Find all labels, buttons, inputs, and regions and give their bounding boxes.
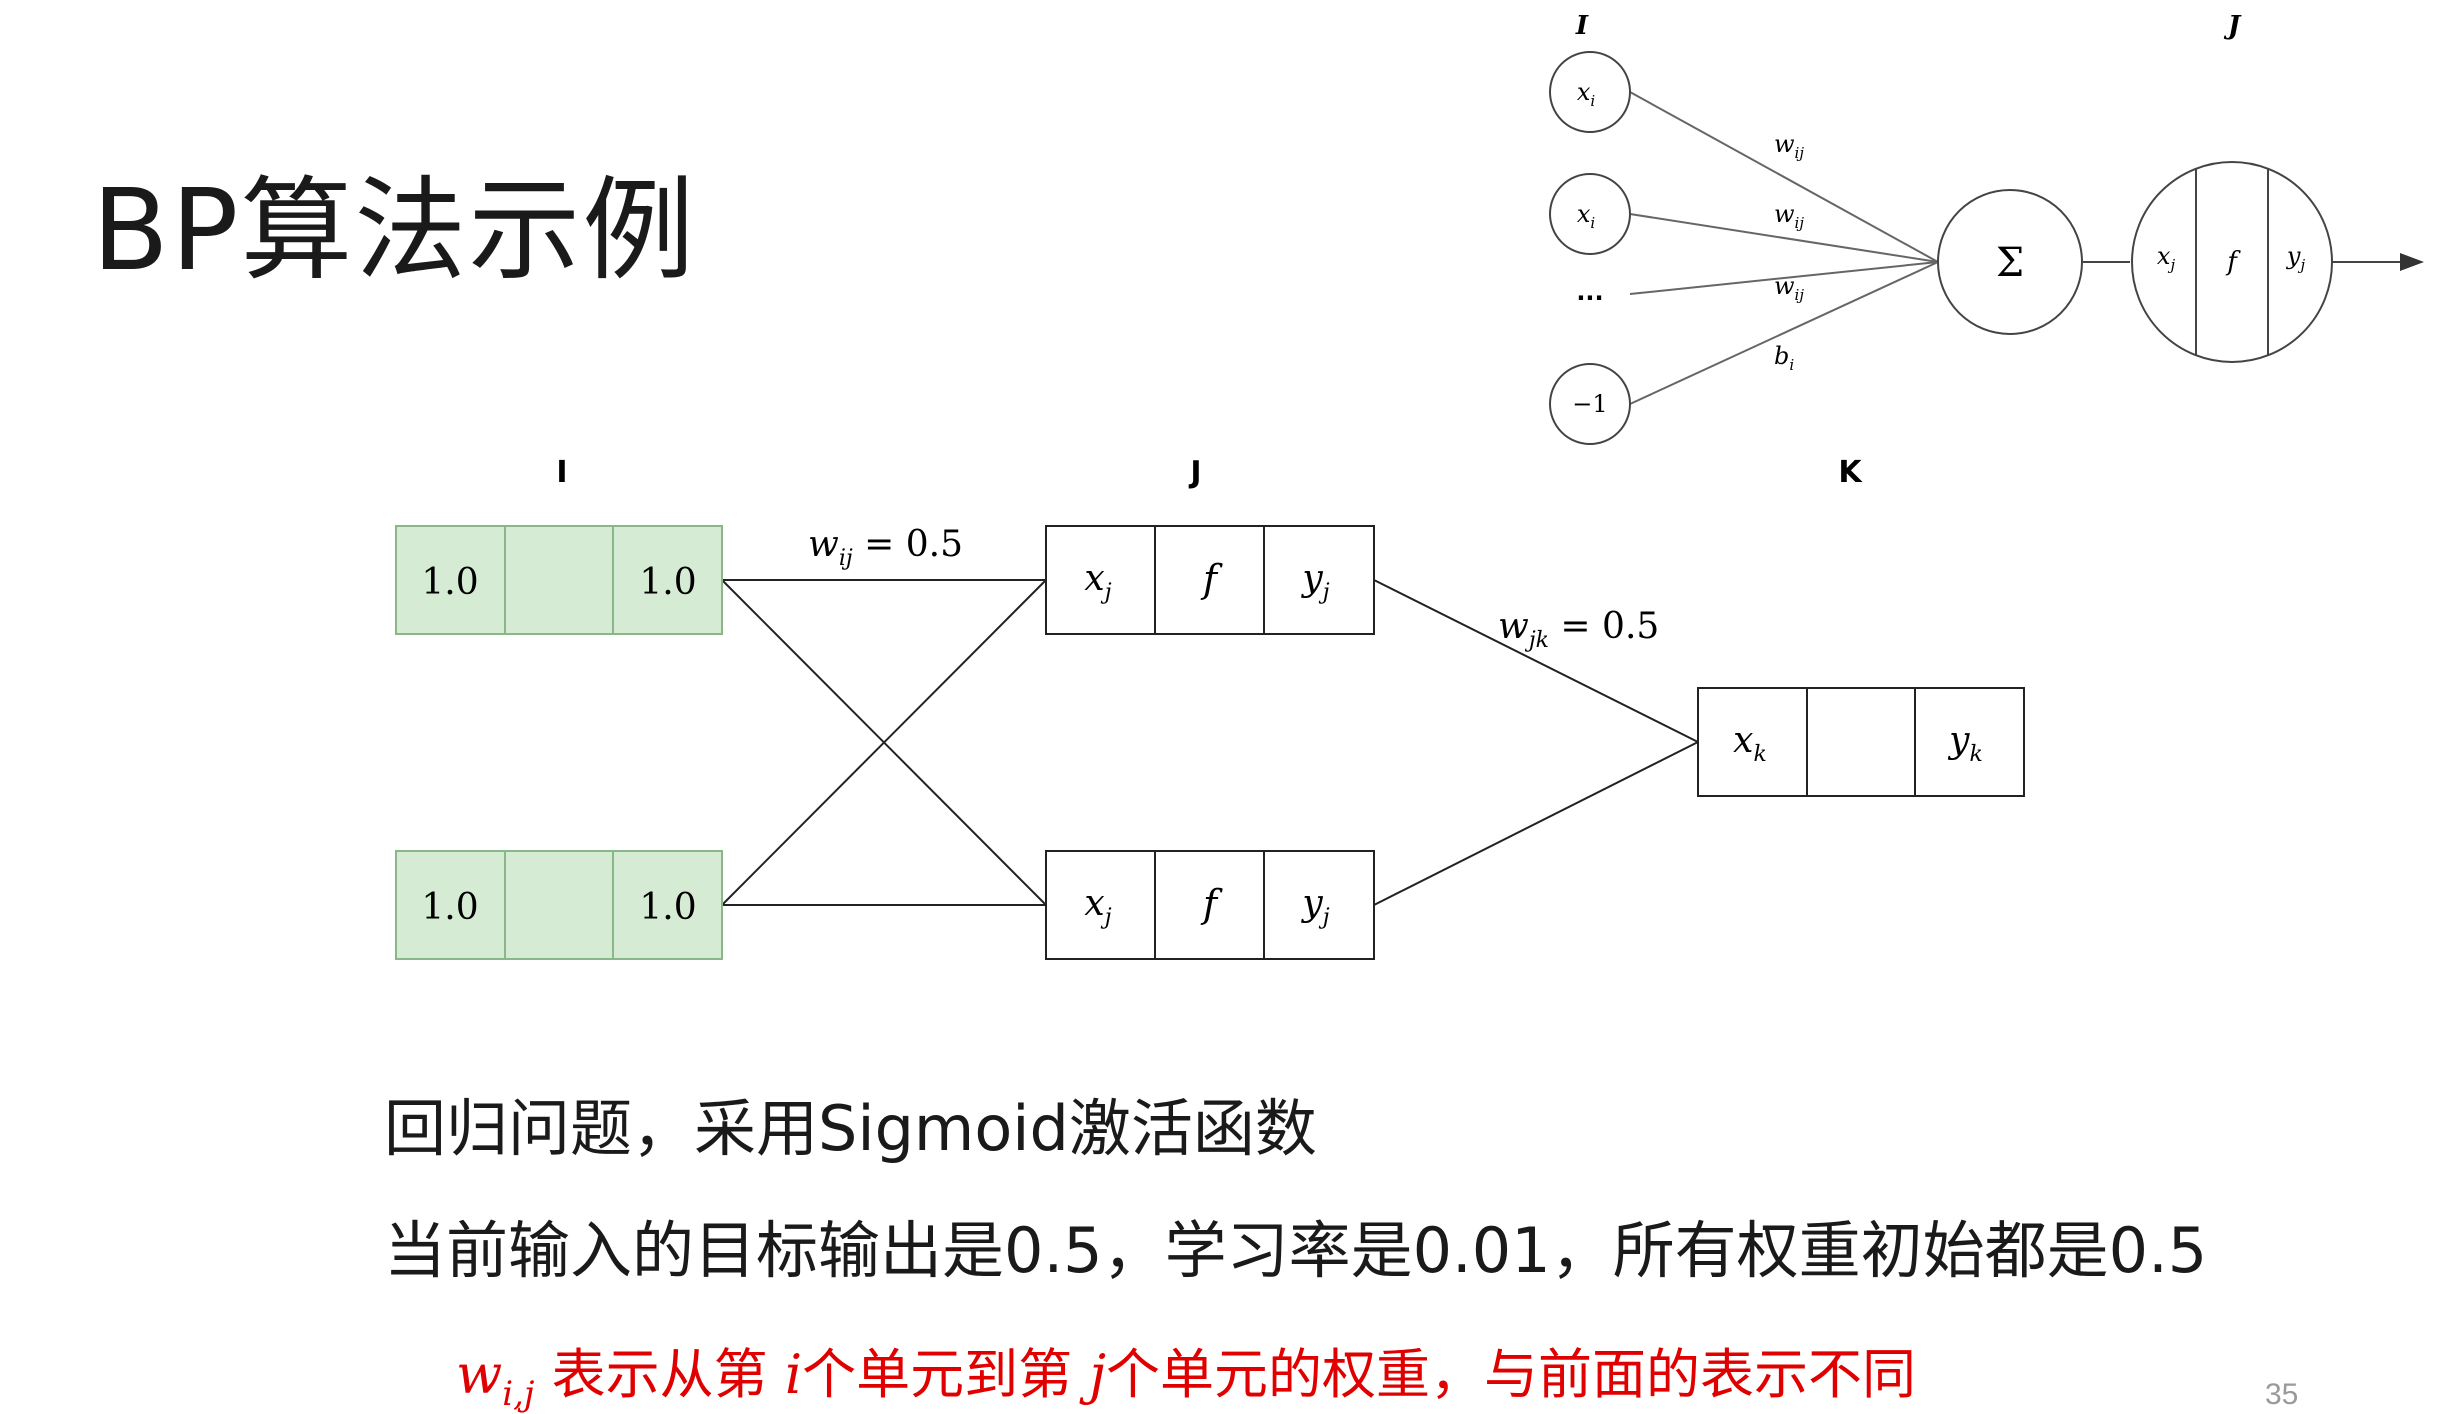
layer-label-i: I: [556, 455, 567, 490]
neuron-edge-3: [1629, 261, 1939, 295]
layer-label-j: J: [1188, 455, 1201, 490]
note-i: i: [784, 1343, 803, 1406]
neuron-weight-3: wij: [1774, 272, 1804, 304]
layer-label-k: K: [1838, 455, 1863, 490]
neuron-layer-label-i: I: [1575, 11, 1589, 41]
description-line-1: 回归问题，采用Sigmoid激活函数: [384, 1092, 1317, 1165]
slide-title: BP算法示例: [92, 166, 697, 296]
sum-symbol: Σ: [1996, 240, 2024, 286]
input-node-2-value-out: 1.0: [639, 887, 696, 928]
note-j: j: [1089, 1343, 1107, 1406]
hidden-node-1-box: [1045, 525, 1375, 635]
neuron-input-ellipsis: ...: [1576, 278, 1603, 306]
neuron-input-1: [1549, 51, 1631, 133]
note-w-subscript: i,j: [502, 1373, 535, 1414]
output-node-box: [1697, 687, 2025, 797]
note-text-1: 表示从第: [534, 1343, 785, 1406]
neuron-diagram: I J xi xi ... −1 wij wij wij bi: [1549, 11, 2424, 445]
activation-node-output: yj: [2286, 242, 2306, 274]
neuron-bias-weight: bi: [1774, 342, 1794, 374]
output-node-output: yk: [1947, 720, 1983, 767]
input-node-1-value-in: 1.0: [421, 562, 478, 603]
edge-j2-k: [1373, 741, 1699, 906]
weight-jk-label: wjk = 0.5: [1498, 606, 1659, 653]
activation-node-input: xj: [2157, 242, 2176, 274]
input-node-1: 1.0 1.0: [395, 525, 723, 635]
neuron-weight-2: wij: [1774, 200, 1804, 232]
weight-ij-label: wij = 0.5: [808, 524, 963, 571]
description-line-2: 当前输入的目标输出是0.5，学习率是0.01，所有权重初始都是0.5: [384, 1214, 2208, 1287]
network-diagram: I J K wij = 0.5 wjk = 0.5 1.0 1.0: [395, 455, 2025, 960]
output-node: xk yk: [1697, 687, 2025, 797]
neuron-edge-2: [1629, 213, 1939, 263]
neuron-input-bias-label: −1: [1572, 390, 1607, 418]
neuron-input-2: [1549, 173, 1631, 255]
activation-node: [2131, 161, 2333, 363]
page-number: 35: [2265, 1378, 2299, 1411]
edge-i2-j1: [721, 579, 1047, 906]
neuron-input-bias: [1549, 363, 1631, 445]
hidden-node-2-input: xj: [1084, 883, 1111, 930]
neuron-weight-1: wij: [1774, 130, 1804, 162]
hidden-node-1-input: xj: [1084, 558, 1111, 605]
input-node-1-box: [395, 525, 723, 635]
note-text-3: 个单元的权重，与前面的表示不同: [1106, 1343, 1917, 1406]
sum-node: [1937, 189, 2083, 335]
hidden-node-2: xj f yj: [1045, 850, 1375, 960]
input-node-2-value-in: 1.0: [421, 887, 478, 928]
input-node-2: 1.0 1.0: [395, 850, 723, 960]
output-arrow-head-icon: [2400, 253, 2424, 271]
input-node-2-box: [395, 850, 723, 960]
neuron-layer-label-j: J: [2223, 11, 2242, 41]
hidden-node-1: xj f yj: [1045, 525, 1375, 635]
note-w: w: [456, 1343, 503, 1406]
neuron-input-1-label: xi: [1577, 78, 1596, 110]
input-node-1-value-out: 1.0: [639, 562, 696, 603]
neuron-edge-4: [1629, 261, 1939, 405]
weight-notation-note: wi,j 表示从第 i个单元到第 j个单元的权重，与前面的表示不同: [456, 1330, 1916, 1414]
output-node-input: xk: [1733, 720, 1767, 767]
note-text-2: 个单元到第: [802, 1343, 1090, 1406]
neuron-edge-1: [1629, 91, 1939, 263]
hidden-node-2-box: [1045, 850, 1375, 960]
hidden-node-1-output: yj: [1300, 558, 1329, 605]
neuron-input-2-label: xi: [1577, 200, 1596, 232]
hidden-node-2-output: yj: [1300, 883, 1329, 930]
edge-j1-k: [1373, 579, 1699, 743]
